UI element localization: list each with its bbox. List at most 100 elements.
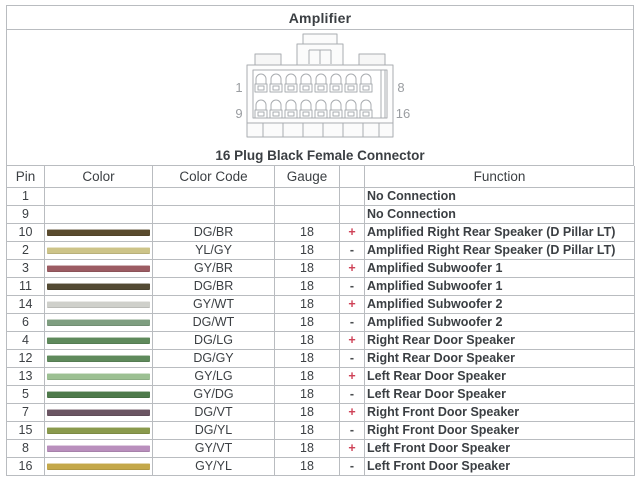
color-code-cell: DG/WT <box>152 313 275 332</box>
pin-number-cell: 16 <box>6 457 45 476</box>
color-code-cell: DG/GY <box>152 349 275 368</box>
wire-color-swatch-cell <box>44 403 153 422</box>
function-cell: Right Rear Door Speaker <box>364 331 635 350</box>
pin-label-top-left: 1 <box>235 80 242 95</box>
pin-number-cell: 14 <box>6 295 45 314</box>
pin-number-cell: 7 <box>6 403 45 422</box>
polarity-cell: + <box>339 223 365 242</box>
wire-color-swatch-cell <box>44 187 153 206</box>
pin-number-cell: 15 <box>6 421 45 440</box>
wire-color-swatch-cell <box>44 331 153 350</box>
wire-color-swatch <box>47 408 150 416</box>
table-header-row: Pin Color Color Code Gauge Function <box>6 166 635 188</box>
gauge-cell: 18 <box>274 439 340 458</box>
column-header-function: Function <box>364 166 635 188</box>
wire-color-swatch <box>47 354 150 362</box>
gauge-cell: 18 <box>274 223 340 242</box>
function-cell: Right Rear Door Speaker <box>364 349 635 368</box>
function-cell: Amplified Subwoofer 2 <box>364 313 635 332</box>
color-code-cell <box>152 205 275 224</box>
page-title: Amplifier <box>7 6 633 30</box>
column-header-color-code: Color Code <box>152 166 275 188</box>
color-code-cell: GY/LG <box>152 367 275 386</box>
wire-color-swatch <box>47 444 150 452</box>
color-code-cell: DG/LG <box>152 331 275 350</box>
connector-caption: 16 Plug Black Female Connector <box>215 148 425 163</box>
gauge-cell: 18 <box>274 313 340 332</box>
color-code-cell: DG/BR <box>152 277 275 296</box>
wire-color-swatch <box>47 282 150 290</box>
wire-color-swatch-cell <box>44 259 153 278</box>
wire-color-swatch-cell <box>44 385 153 404</box>
polarity-cell: + <box>339 259 365 278</box>
diagram-frame: Amplifier <box>6 5 634 166</box>
function-cell: No Connection <box>364 187 635 206</box>
gauge-cell: 18 <box>274 421 340 440</box>
wire-color-swatch <box>47 318 150 326</box>
polarity-cell: - <box>339 313 365 332</box>
pin-number-cell: 4 <box>6 331 45 350</box>
gauge-cell: 18 <box>274 385 340 404</box>
wire-color-swatch-cell <box>44 439 153 458</box>
pin-number-cell: 2 <box>6 241 45 260</box>
table-row: 1 No Connection <box>6 187 635 206</box>
polarity-cell: - <box>339 349 365 368</box>
wire-color-swatch <box>47 372 150 380</box>
function-cell: Left Rear Door Speaker <box>364 367 635 386</box>
polarity-cell: + <box>339 403 365 422</box>
connector-illustration-panel: 1 9 8 16 16 Plug Black Female Connector <box>7 30 633 166</box>
wire-color-swatch <box>47 300 150 308</box>
wire-color-swatch-cell <box>44 313 153 332</box>
polarity-cell: + <box>339 295 365 314</box>
polarity-cell <box>339 187 365 206</box>
wire-color-swatch <box>47 390 150 398</box>
gauge-cell: 18 <box>274 403 340 422</box>
pin-number-cell: 3 <box>6 259 45 278</box>
wire-color-swatch <box>47 228 150 236</box>
color-code-cell: DG/BR <box>152 223 275 242</box>
gauge-cell <box>274 205 340 224</box>
color-code-cell: DG/VT <box>152 403 275 422</box>
function-cell: Left Rear Door Speaker <box>364 385 635 404</box>
pin-label-top-right: 8 <box>397 80 404 95</box>
polarity-cell: + <box>339 367 365 386</box>
wire-color-swatch <box>47 336 150 344</box>
gauge-cell <box>274 187 340 206</box>
polarity-cell: - <box>339 277 365 296</box>
function-cell: Amplified Right Rear Speaker (D Pillar L… <box>364 241 635 260</box>
function-cell: No Connection <box>364 205 635 224</box>
connector-drawing: 1 9 8 16 <box>235 33 410 138</box>
wire-color-swatch <box>47 462 150 470</box>
function-cell: Amplified Right Rear Speaker (D Pillar L… <box>364 223 635 242</box>
color-code-cell <box>152 187 275 206</box>
wire-color-swatch-cell <box>44 367 153 386</box>
gauge-cell: 18 <box>274 367 340 386</box>
color-code-cell: GY/WT <box>152 295 275 314</box>
color-code-cell: GY/DG <box>152 385 275 404</box>
function-cell: Amplified Subwoofer 1 <box>364 277 635 296</box>
column-header-polarity <box>339 166 365 188</box>
gauge-cell: 18 <box>274 457 340 476</box>
gauge-cell: 18 <box>274 259 340 278</box>
column-header-pin: Pin <box>6 166 45 188</box>
pin-number-cell: 11 <box>6 277 45 296</box>
pin-number-cell: 1 <box>6 187 45 206</box>
wire-color-swatch <box>47 264 150 272</box>
wire-color-swatch-cell <box>44 457 153 476</box>
polarity-cell: - <box>339 241 365 260</box>
polarity-cell: - <box>339 385 365 404</box>
function-cell: Right Front Door Speaker <box>364 403 635 422</box>
function-cell: Left Front Door Speaker <box>364 457 635 476</box>
wire-color-swatch <box>47 246 150 254</box>
gauge-cell: 18 <box>274 277 340 296</box>
